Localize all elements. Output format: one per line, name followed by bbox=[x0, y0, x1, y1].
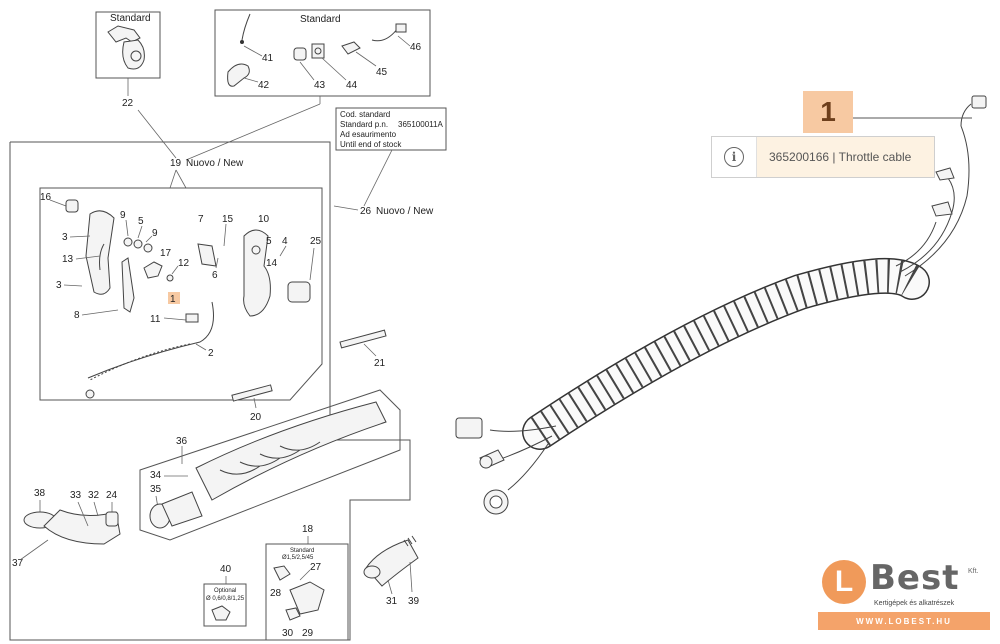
note-line3: Ad esaurimento bbox=[340, 130, 397, 139]
part-16: 16 bbox=[40, 192, 52, 203]
part-6: 6 bbox=[212, 270, 218, 281]
part-37: 37 bbox=[12, 558, 24, 569]
part-7: 7 bbox=[198, 214, 204, 225]
part-callout-1[interactable]: 1 bbox=[803, 91, 853, 133]
info-icon-cell: i bbox=[712, 137, 757, 177]
part-44: 44 bbox=[346, 80, 358, 91]
part-callout-number: 1 bbox=[820, 96, 836, 127]
part-41: 41 bbox=[262, 53, 274, 64]
part-34: 34 bbox=[150, 470, 162, 481]
standard-box-41-46: Standard 41 42 43 44 45 46 bbox=[185, 9, 431, 161]
part-21: 21 bbox=[374, 358, 386, 369]
part-4: 4 bbox=[282, 236, 288, 247]
note-line4: Until end of stock bbox=[340, 140, 402, 149]
header-nuovo-26: Nuovo / New bbox=[376, 206, 434, 217]
header-standard-right: Standard bbox=[300, 14, 341, 25]
part-30: 30 bbox=[282, 628, 294, 639]
standard-box-18: 18 Standard Ø1,5/2,5/45 27 28 30 29 bbox=[265, 524, 349, 641]
part-2: 2 bbox=[208, 348, 214, 359]
elbow-group: 38 37 33 32 24 bbox=[12, 488, 121, 569]
part-42: 42 bbox=[258, 80, 270, 91]
pins: 21 20 bbox=[231, 329, 387, 423]
part-1: 1 bbox=[170, 294, 176, 305]
spout-group: 31 39 bbox=[363, 535, 420, 607]
part-8: 8 bbox=[74, 310, 80, 321]
logo-name: Best bbox=[870, 558, 960, 598]
part-info-text: 365200166 | Throttle cable bbox=[757, 137, 934, 177]
part-22: 22 bbox=[122, 98, 134, 109]
part-29: 29 bbox=[302, 628, 314, 639]
part-25: 25 bbox=[310, 236, 322, 247]
note-line2-value: 365100011A bbox=[398, 120, 443, 129]
header-nuovo-19: Nuovo / New bbox=[186, 158, 244, 169]
part-40: 40 bbox=[220, 564, 232, 575]
header-standard-left: Standard bbox=[110, 13, 151, 24]
main-frame: 19 Nuovo / New 26 Nuovo / New bbox=[9, 141, 434, 641]
lobest-logo: L Best Kft. Kertigépek és alkatrészek WW… bbox=[818, 558, 990, 636]
part-10: 10 bbox=[258, 214, 270, 225]
part-17: 17 bbox=[160, 248, 172, 259]
optional-box-40: 40 Optional Ø 0,6/0,8/1,25 bbox=[203, 564, 247, 627]
part-3b: 3 bbox=[56, 280, 62, 291]
logo-mark: L bbox=[822, 560, 866, 604]
part-19: 19 bbox=[170, 158, 182, 169]
tube-assembly-box: 36 34 35 bbox=[139, 389, 401, 541]
header-optional-dims: Ø 0,6/0,8/1,25 bbox=[206, 596, 245, 602]
standard-box-22: Standard 22 bbox=[95, 11, 177, 159]
part-5b: 5 bbox=[266, 236, 272, 247]
part-5a: 5 bbox=[138, 216, 144, 227]
part-14: 14 bbox=[266, 258, 278, 269]
part-12: 12 bbox=[178, 258, 190, 269]
header-optional: Optional bbox=[214, 588, 236, 594]
part-20: 20 bbox=[250, 412, 262, 423]
part-28: 28 bbox=[270, 588, 282, 599]
part-32: 32 bbox=[88, 490, 100, 501]
part-18: 18 bbox=[302, 524, 314, 535]
note-line2-label: Standard p.n. bbox=[340, 120, 388, 129]
note-line1: Cod. standard bbox=[340, 110, 390, 119]
part-46: 46 bbox=[410, 42, 422, 53]
logo-url: WWW.LOBEST.HU bbox=[818, 612, 990, 630]
part-33: 33 bbox=[70, 490, 82, 501]
logo-tagline: Kertigépek és alkatrészek bbox=[874, 600, 955, 607]
part-24: 24 bbox=[106, 490, 118, 501]
part-13: 13 bbox=[62, 254, 74, 265]
header-standard-small: Standard bbox=[290, 548, 314, 554]
logo-kft: Kft. bbox=[968, 568, 979, 575]
part-43: 43 bbox=[314, 80, 326, 91]
part-39: 39 bbox=[408, 596, 420, 607]
part-26: 26 bbox=[360, 206, 372, 217]
part-9a: 9 bbox=[120, 210, 126, 221]
part-11: 11 bbox=[150, 314, 161, 325]
throttle-cable-illustration bbox=[455, 95, 987, 515]
part-3a: 3 bbox=[62, 232, 68, 243]
part-27: 27 bbox=[310, 562, 322, 573]
highlight-part-1[interactable] bbox=[168, 292, 180, 304]
part-info-tooltip[interactable]: i 365200166 | Throttle cable bbox=[711, 136, 935, 178]
header-standard-small-dims: Ø1,5/2,5/45 bbox=[282, 555, 314, 561]
part-35: 35 bbox=[150, 484, 162, 495]
part-31: 31 bbox=[386, 596, 398, 607]
note-box: Cod. standard Standard p.n. 365100011A A… bbox=[335, 107, 447, 207]
info-icon: i bbox=[724, 147, 744, 167]
part-9b: 9 bbox=[152, 228, 158, 239]
part-36: 36 bbox=[176, 436, 188, 447]
part-38: 38 bbox=[34, 488, 46, 499]
handle-assembly-box: 16 3 13 3 8 9 5 9 17 12 7 15 6 bbox=[39, 187, 323, 401]
part-15: 15 bbox=[222, 214, 234, 225]
part-45: 45 bbox=[376, 67, 388, 78]
